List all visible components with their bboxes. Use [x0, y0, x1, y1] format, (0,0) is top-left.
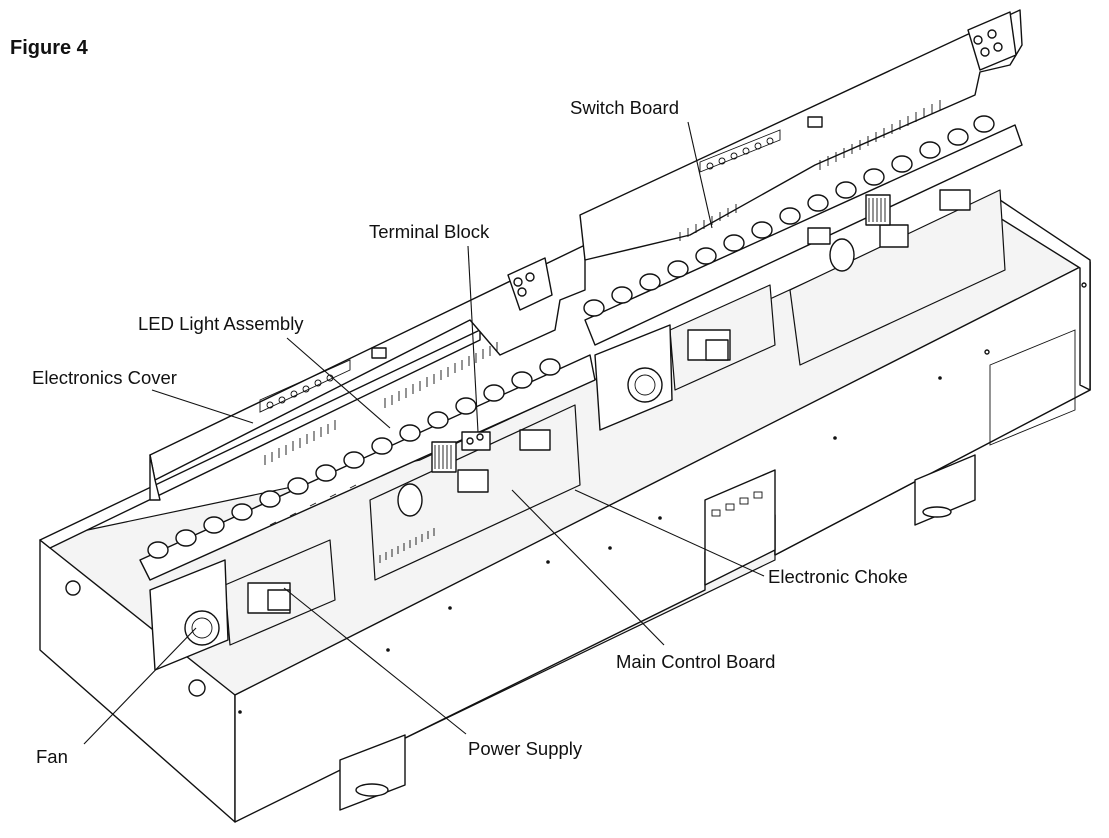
- fan-left: [149, 559, 229, 671]
- figure-title: Figure 4: [10, 37, 88, 59]
- callout-electronic-choke: Electronic Choke: [768, 566, 908, 587]
- electronics-cover-left: [149, 244, 586, 501]
- fan-right: [594, 324, 673, 431]
- leader-lines: [83, 121, 765, 745]
- switch-board-strip-left: [139, 354, 596, 581]
- callout-electronics-cover: Electronics Cover: [32, 367, 177, 388]
- terminal-block-left: [461, 431, 491, 451]
- electronic-choke-left: [397, 441, 457, 517]
- callout-terminal-block: Terminal Block: [369, 221, 490, 242]
- callout-led-light-assembly: LED Light Assembly: [138, 313, 304, 334]
- callout-switch-board: Switch Board: [570, 97, 679, 118]
- callout-fan: Fan: [36, 746, 68, 767]
- switch-board-strip-right: [583, 115, 1023, 346]
- callout-power-supply: Power Supply: [468, 738, 583, 759]
- callout-main-control-board: Main Control Board: [616, 651, 776, 672]
- main-control-board-right: [789, 189, 1006, 366]
- main-control-board-left: [369, 404, 581, 581]
- electronic-choke-right: [807, 194, 891, 272]
- power-supply-left: [224, 539, 336, 646]
- power-supply-right: [669, 284, 776, 391]
- electronics-cover-right: [579, 9, 1023, 261]
